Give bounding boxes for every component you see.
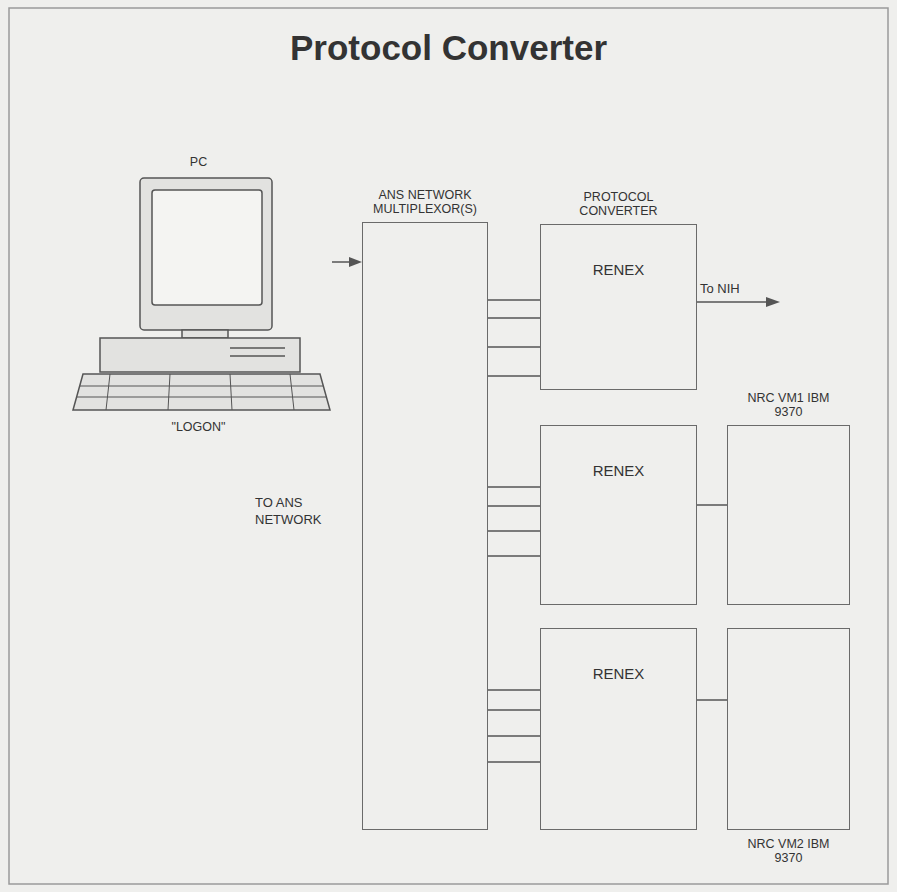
pc-node: PC"LOGON"	[65, 176, 332, 412]
connector	[488, 376, 540, 377]
annotation-label: To NIH	[700, 280, 780, 297]
connector	[488, 690, 540, 691]
diagram-title: Protocol Converter	[0, 28, 897, 68]
node-heading: PC	[169, 155, 229, 169]
connector-line	[488, 299, 540, 301]
connector	[488, 762, 540, 763]
arrowhead	[349, 257, 362, 267]
connector	[488, 556, 540, 557]
connector-line	[488, 375, 540, 377]
protocol-converter-box: PROTOCOL CONVERTERRENEX	[540, 224, 697, 390]
connector-line	[488, 735, 540, 737]
node-heading: "LOGON"	[149, 420, 249, 434]
multiplexor-box: ANS NETWORK MULTIPLEXOR(S)	[362, 222, 488, 830]
connector	[488, 506, 540, 507]
node-label: RENEX	[541, 665, 696, 682]
node-heading: NRC VM2 IBM 9370	[744, 837, 834, 865]
connector-line	[488, 761, 540, 763]
node-heading: PROTOCOL CONVERTER	[559, 190, 679, 218]
connector-line	[488, 555, 540, 557]
connector-line	[488, 709, 540, 711]
outer-frame	[9, 8, 888, 884]
connector	[488, 318, 540, 319]
node-heading: NRC VM1 IBM 9370	[744, 391, 834, 419]
connector-line	[697, 504, 727, 506]
protocol-converter-box: RENEX	[540, 425, 697, 605]
annotation-label: TO ANS NETWORK	[255, 494, 350, 528]
connector	[488, 487, 540, 488]
mainframe-box: NRC VM2 IBM 9370	[727, 628, 850, 830]
connector	[488, 710, 540, 711]
connector-line	[488, 505, 540, 507]
to-nih-arrow	[683, 297, 780, 307]
connector-line	[488, 689, 540, 691]
connector-line	[332, 261, 351, 263]
connector	[697, 700, 727, 701]
connector-line	[488, 530, 540, 532]
mainframe-box: NRC VM1 IBM 9370	[727, 425, 850, 605]
node-heading: ANS NETWORK MULTIPLEXOR(S)	[365, 188, 485, 216]
connector-line	[488, 346, 540, 348]
connector	[332, 257, 362, 267]
connector	[488, 736, 540, 737]
connector	[488, 347, 540, 348]
connector-line	[697, 699, 727, 701]
node-label: RENEX	[541, 261, 696, 278]
connector	[697, 505, 727, 506]
connector	[488, 300, 540, 301]
connector-line	[488, 486, 540, 488]
connector	[488, 531, 540, 532]
connector-line	[488, 317, 540, 319]
pc-illustration	[73, 178, 330, 410]
node-label: RENEX	[541, 462, 696, 479]
protocol-converter-box: RENEX	[540, 628, 697, 830]
